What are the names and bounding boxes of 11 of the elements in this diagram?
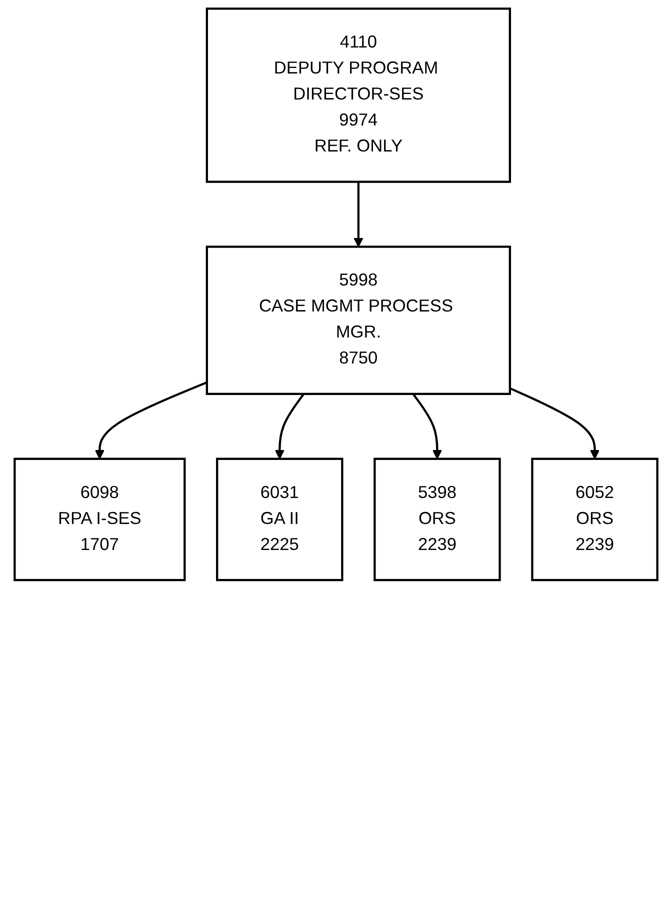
arrow xyxy=(354,182,364,248)
node-box: 4110 DEPUTY PROGRAM DIRECTOR-SES 9974 REF. ONLY xyxy=(206,8,512,183)
node-box: 6031 GA II 2225 xyxy=(216,458,344,582)
node-box: 5998 CASE MGMT PROCESS MGR. 8750 xyxy=(206,246,512,395)
arrow xyxy=(94,381,208,460)
arrow xyxy=(412,393,442,460)
arrow xyxy=(274,393,305,460)
arrow xyxy=(510,387,600,460)
node-box: 5398 ORS 2239 xyxy=(374,458,501,582)
node-box: 6052 ORS 2239 xyxy=(531,458,658,582)
node-box: 6098 RPA I-SES 1707 xyxy=(14,458,186,582)
